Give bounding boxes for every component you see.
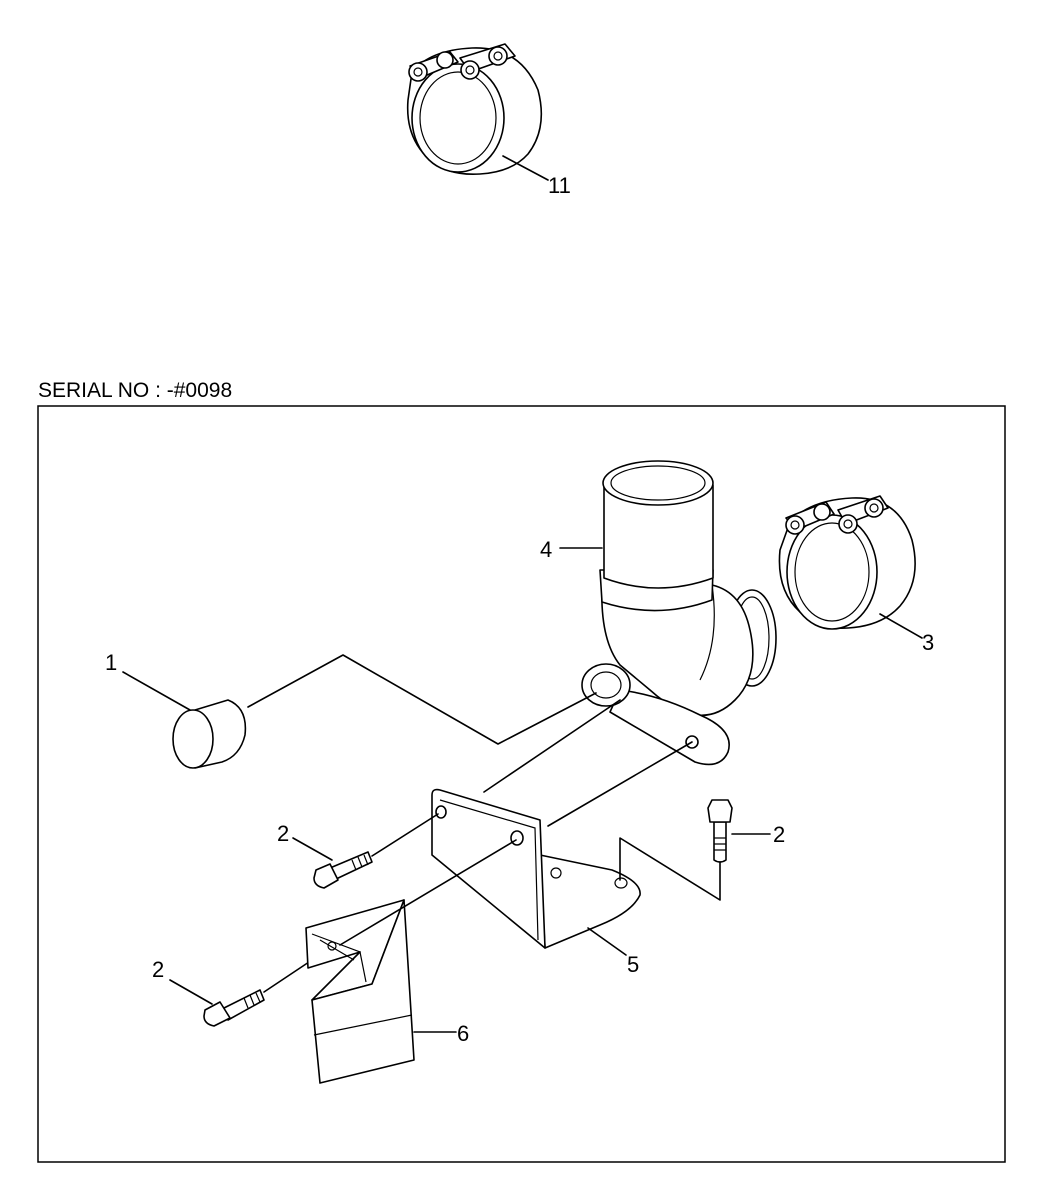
leader-2-upper <box>292 837 333 861</box>
callout-3: 3 <box>922 630 934 655</box>
plug-part-1 <box>172 699 247 769</box>
leader-5 <box>587 927 627 956</box>
serial-number-label: SERIAL NO : -#0098 <box>38 379 232 402</box>
callout-2-right: 2 <box>773 822 785 847</box>
callout-2-upper: 2 <box>277 821 289 846</box>
assembly-line-bolt-upper <box>371 813 439 857</box>
bracket-part-5 <box>431 788 641 949</box>
assembly-line-plug <box>247 654 597 745</box>
callout-4: 4 <box>540 537 552 562</box>
bolt-part-2-lower <box>203 989 265 1027</box>
callout-6: 6 <box>457 1021 469 1046</box>
leader-1 <box>122 671 191 711</box>
leader-2-lower <box>169 979 213 1005</box>
assembly-line-bracket-2 <box>547 741 693 827</box>
callout-2-lower: 2 <box>152 957 164 982</box>
bolt-part-2-right <box>707 799 733 863</box>
callout-1: 1 <box>105 650 117 675</box>
callout-5: 5 <box>627 952 639 977</box>
hose-clamp-part-11 <box>406 43 543 176</box>
serial-frame <box>37 405 1006 1163</box>
assembly-line-bracket-1 <box>483 699 621 793</box>
elbow-pipe-part-4 <box>581 460 777 766</box>
bolt-part-2-upper <box>313 851 373 889</box>
callout-11: 11 <box>548 173 571 198</box>
hose-clamp-part-3 <box>778 495 916 630</box>
clip-plate-part-6 <box>305 899 415 1084</box>
leader-11 <box>502 155 549 181</box>
assembly-line-clip <box>339 839 517 946</box>
leader-3 <box>879 613 923 639</box>
assembly-line-bolt-right <box>619 837 721 901</box>
